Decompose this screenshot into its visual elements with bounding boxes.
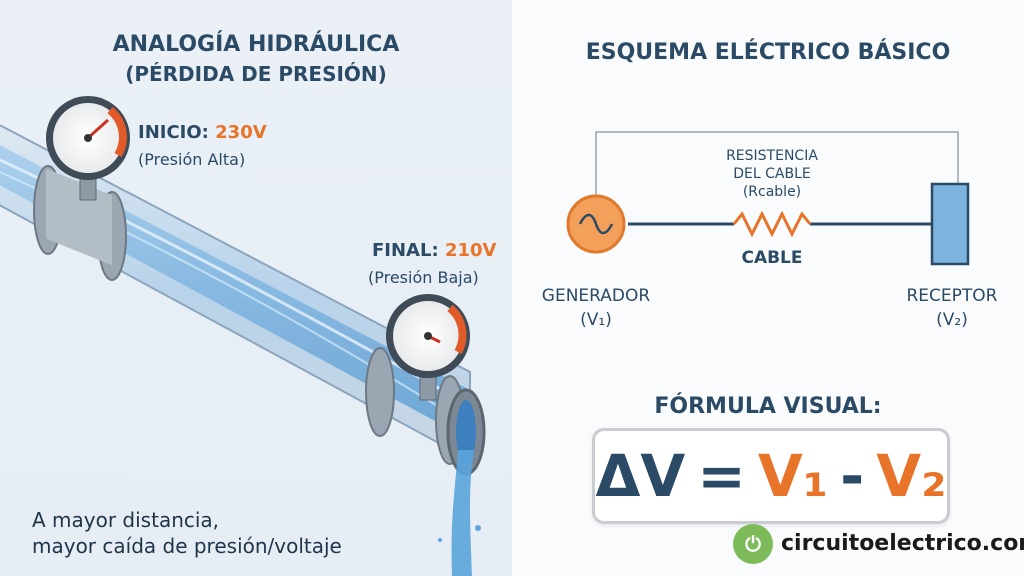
formula-equals: =	[697, 442, 746, 510]
receptor-symbol	[930, 182, 970, 266]
hydraulic-title-line1: ANALOGÍA HIDRÁULICA	[112, 32, 400, 57]
start-value: 230V	[215, 122, 267, 143]
formula-v2: V₂	[876, 442, 947, 510]
generator-voltage: (V₁)	[580, 310, 612, 330]
end-reading: FINAL: 210V	[372, 240, 496, 261]
caption-line1: A mayor distancia,	[32, 508, 220, 532]
receptor-voltage: (V₂)	[936, 310, 968, 330]
hydraulic-title-line2: (PÉRDIDA DE PRESIÓN)	[125, 62, 387, 86]
cable-label: CABLE	[741, 248, 803, 268]
pressure-gauge-low	[386, 294, 470, 378]
receptor-label: RECEPTOR	[906, 286, 998, 306]
end-value: 210V	[444, 240, 497, 261]
website-link[interactable]: circuitoelectrico.com	[781, 531, 1024, 556]
resistor-symbol	[732, 210, 812, 238]
water-stream	[451, 450, 474, 576]
start-note: (Presión Alta)	[138, 150, 246, 169]
resistance-label-line3: (Rcable)	[742, 184, 802, 200]
resistance-label-line1: RESISTENCIA	[726, 148, 818, 164]
plug-logo-icon: ⏻	[733, 524, 773, 564]
formula-v1: V₁	[757, 442, 829, 510]
end-label: FINAL:	[372, 240, 439, 261]
start-reading: INICIO: 230V	[138, 122, 267, 143]
formula-delta: ΔV	[595, 442, 686, 510]
resistance-label-line2: DEL CABLE	[733, 166, 811, 182]
schematic-title: ESQUEMA ELÉCTRICO BÁSICO	[585, 40, 951, 65]
formula-title: FÓRMULA VISUAL:	[654, 394, 882, 419]
start-label: INICIO:	[138, 122, 209, 143]
circuit-diagram	[566, 131, 970, 266]
generator-label: GENERADOR	[541, 286, 651, 306]
formula-box: ΔV = V₁ - V₂	[592, 428, 950, 524]
pipe-illustration	[0, 96, 486, 576]
end-note: (Presión Baja)	[368, 268, 479, 287]
formula-minus: -	[840, 442, 865, 510]
pressure-gauge-high	[46, 96, 130, 180]
return-wire	[595, 131, 959, 196]
hydraulic-analogy-panel: ANALOGÍA HIDRÁULICA (PÉRDIDA DE PRESIÓN)…	[0, 0, 512, 576]
caption-line2: mayor caída de presión/voltaje	[32, 534, 342, 558]
